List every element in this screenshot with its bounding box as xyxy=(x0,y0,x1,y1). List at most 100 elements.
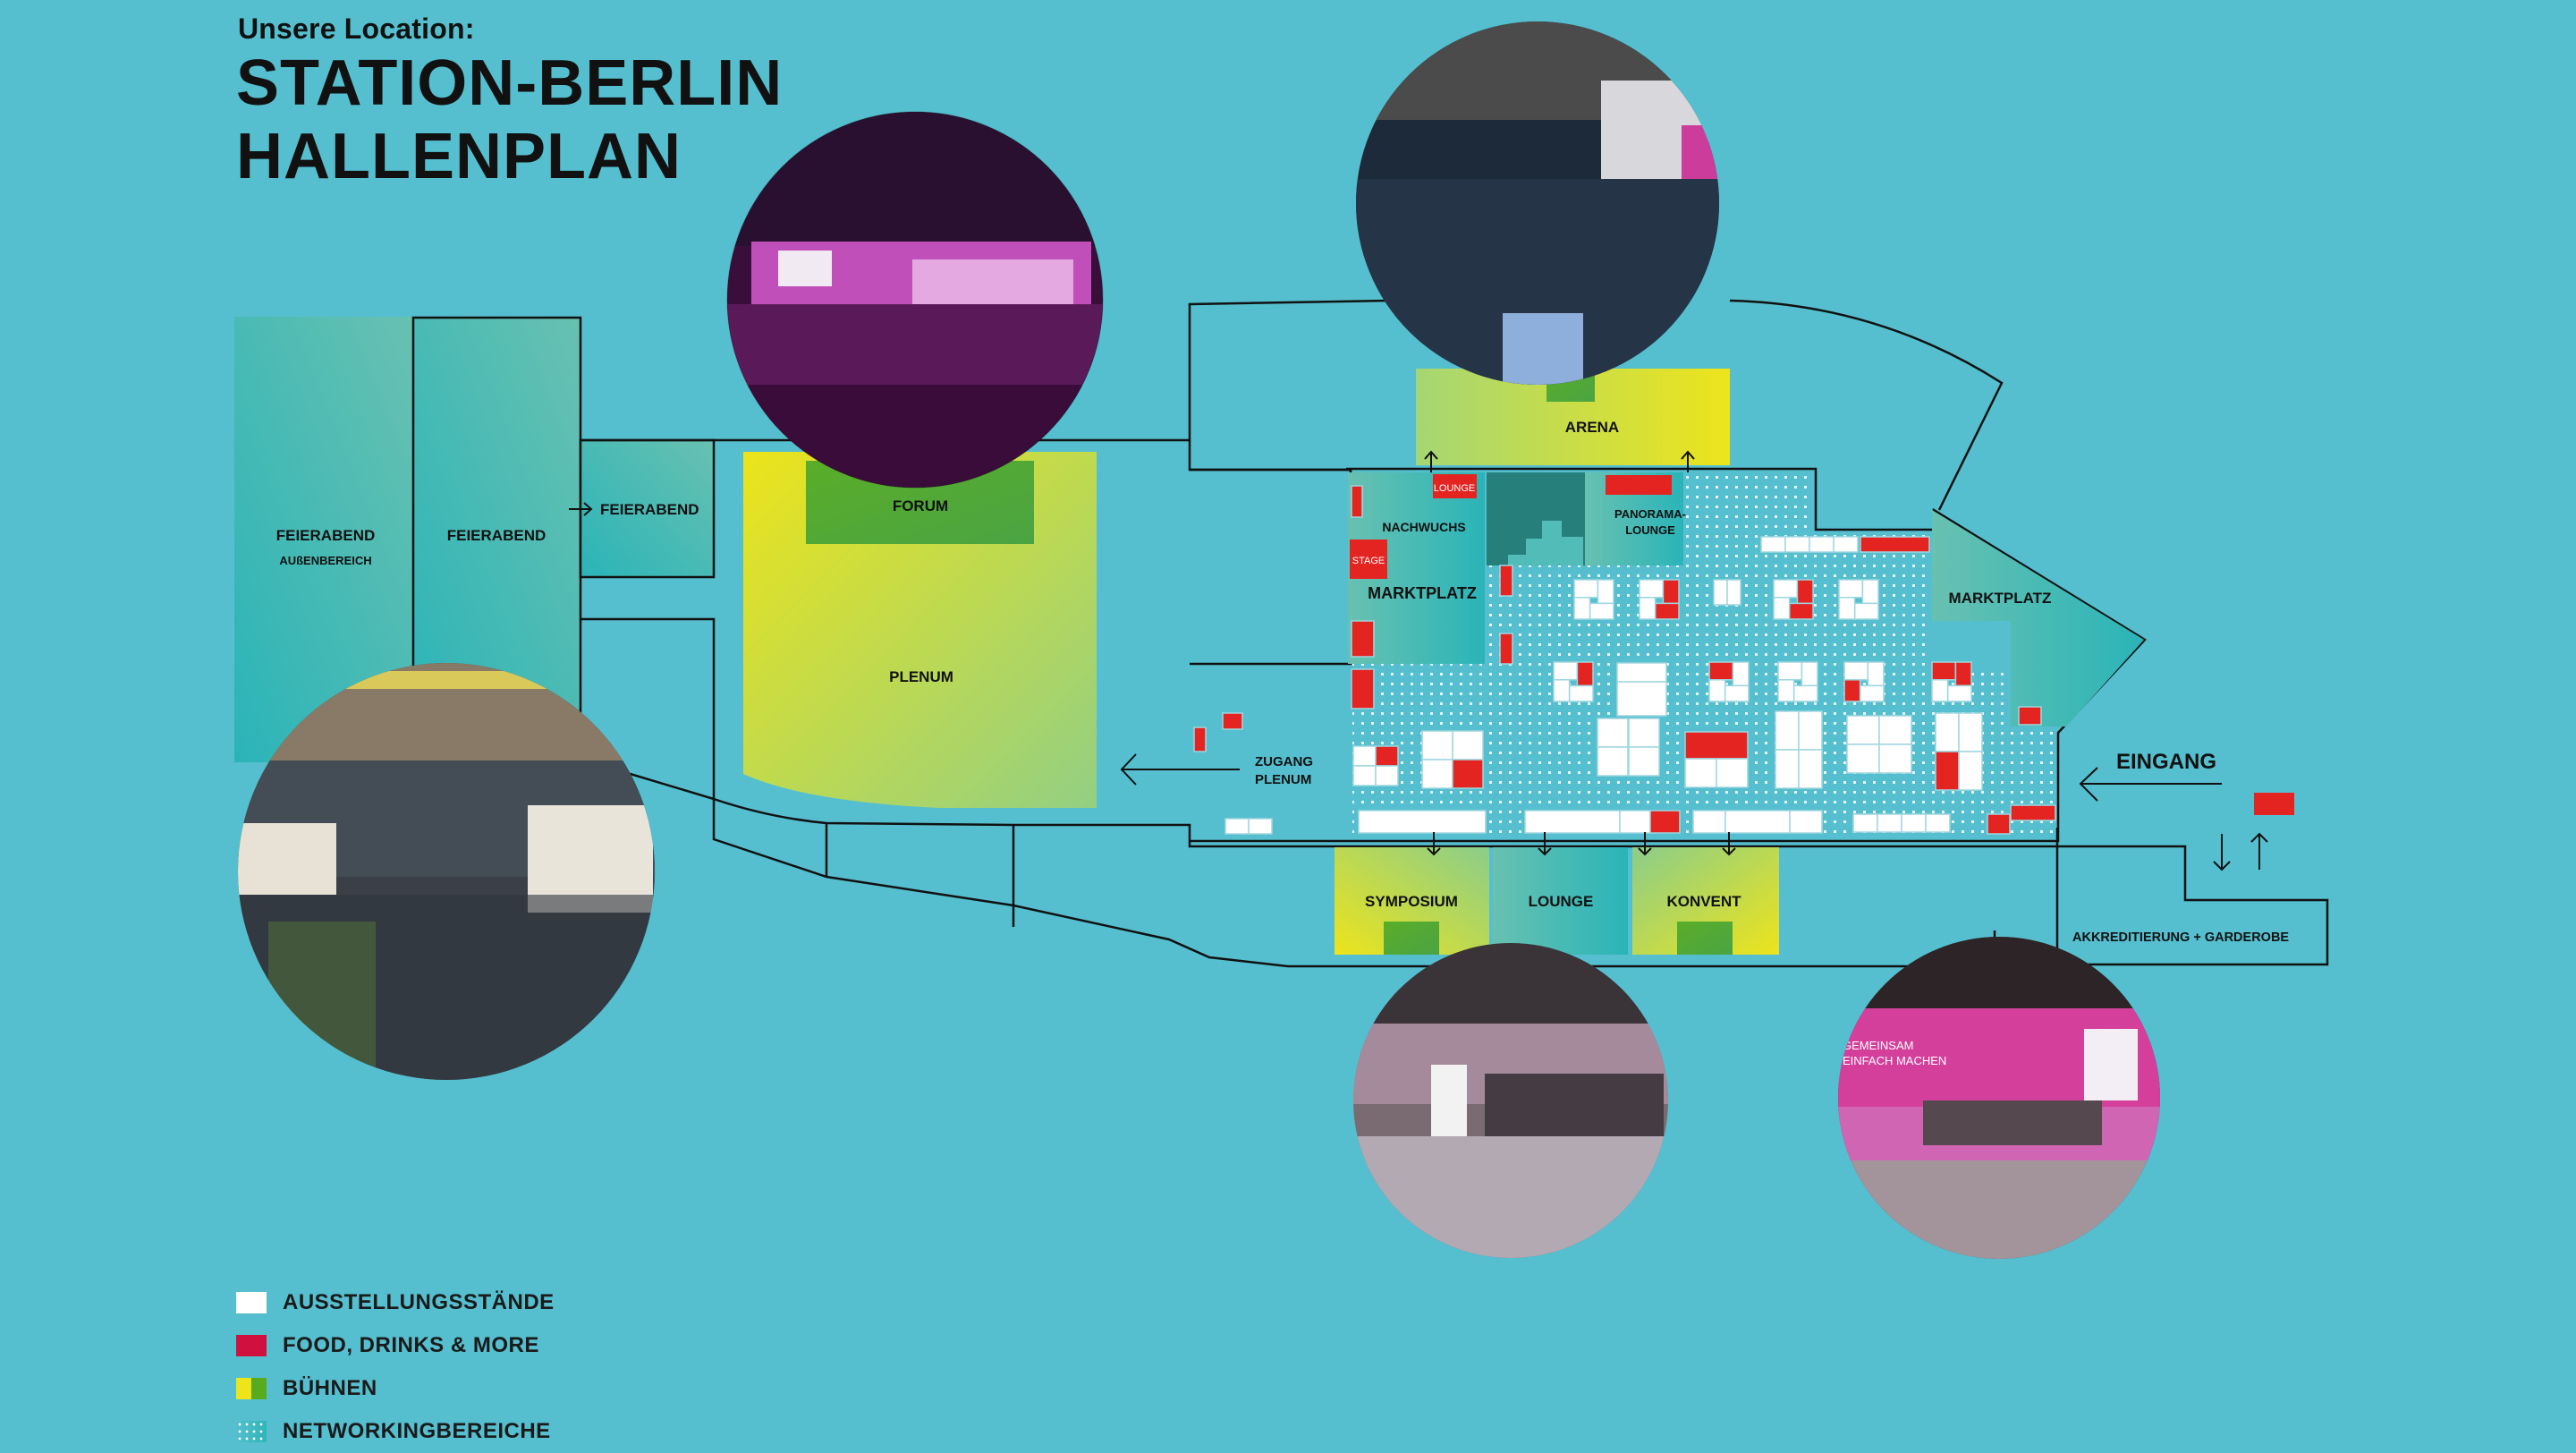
exhibition-booth[interactable] xyxy=(1358,810,1487,834)
food-stand[interactable] xyxy=(1576,661,1594,687)
exhibition-booth[interactable] xyxy=(1248,818,1273,835)
exhibition-booth[interactable] xyxy=(1846,715,1880,745)
exhibition-booth[interactable] xyxy=(1553,679,1571,702)
exhibition-booth[interactable] xyxy=(1573,597,1591,620)
exhibition-booth[interactable] xyxy=(1843,661,1869,681)
exhibition-booth[interactable] xyxy=(1901,813,1927,833)
area-marktplatz-right[interactable]: MARKTPLATZ xyxy=(1932,510,2144,726)
exhibition-booth[interactable] xyxy=(1958,712,1983,752)
exhibition-booth[interactable] xyxy=(1713,579,1728,606)
exhibition-booth[interactable] xyxy=(1773,597,1791,620)
food-stand[interactable] xyxy=(1684,731,1749,760)
food-stand[interactable] xyxy=(1708,661,1734,681)
food-stand[interactable] xyxy=(1843,679,1861,702)
food-stand[interactable] xyxy=(1193,726,1207,752)
food-stand[interactable] xyxy=(2018,706,2042,726)
exhibition-booth[interactable] xyxy=(1878,743,1912,774)
exhibition-booth[interactable] xyxy=(1809,536,1835,553)
food-stand[interactable] xyxy=(1654,602,1680,620)
food-stand[interactable] xyxy=(1935,751,1960,791)
exhibition-booth[interactable] xyxy=(1784,536,1810,553)
exhibition-booth[interactable] xyxy=(1619,810,1651,834)
exhibition-booth[interactable] xyxy=(1452,730,1484,760)
food-stand[interactable] xyxy=(1351,485,1363,518)
food-stand[interactable] xyxy=(1351,668,1375,710)
nachwuchs-stage[interactable]: STAGE xyxy=(1350,540,1387,579)
exhibition-booth[interactable] xyxy=(1732,661,1750,687)
area-konvent[interactable]: KONVENT xyxy=(1632,847,1779,955)
exhibition-booth[interactable] xyxy=(1833,536,1859,553)
exhibition-booth[interactable] xyxy=(1838,597,1856,620)
exhibition-booth[interactable] xyxy=(1352,765,1377,786)
food-stand[interactable] xyxy=(1796,579,1814,605)
exhibition-booth[interactable] xyxy=(1789,810,1823,834)
exhibition-booth[interactable] xyxy=(1775,710,1800,751)
exhibition-booth[interactable] xyxy=(1639,597,1657,620)
area-lounge[interactable]: LOUNGE xyxy=(1493,847,1628,955)
exhibition-booth[interactable] xyxy=(1224,818,1250,835)
exhibition-booth[interactable] xyxy=(1553,661,1579,681)
exhibition-booth[interactable] xyxy=(1692,810,1726,834)
exhibition-booth[interactable] xyxy=(1589,602,1614,620)
exhibition-booth[interactable] xyxy=(1597,746,1629,777)
exhibition-booth[interactable] xyxy=(1597,718,1629,748)
area-feierabend-small[interactable]: FEIERABEND xyxy=(569,438,716,579)
exhibition-booth[interactable] xyxy=(1616,681,1667,717)
exhibition-booth[interactable] xyxy=(1352,745,1377,767)
exhibition-booth[interactable] xyxy=(1639,579,1665,599)
exhibition-booth[interactable] xyxy=(1846,743,1880,774)
exhibition-booth[interactable] xyxy=(1421,730,1453,760)
exhibition-booth[interactable] xyxy=(1931,679,1949,702)
exhibition-booth[interactable] xyxy=(1878,715,1912,745)
exhibition-booth[interactable] xyxy=(1946,684,1972,702)
exhibition-booth[interactable] xyxy=(1859,684,1885,702)
exhibition-booth[interactable] xyxy=(1375,765,1399,786)
exhibition-booth[interactable] xyxy=(1777,679,1795,702)
food-stand[interactable] xyxy=(1662,579,1680,605)
food-stand[interactable] xyxy=(1649,810,1681,834)
food-stand[interactable] xyxy=(1375,745,1399,767)
exhibition-booth[interactable] xyxy=(1935,712,1960,752)
exhibition-booth[interactable] xyxy=(1958,751,1983,791)
exhibition-booth[interactable] xyxy=(1568,684,1594,702)
exhibition-booth[interactable] xyxy=(1760,536,1786,553)
exhibition-booth[interactable] xyxy=(1421,759,1453,789)
food-stand[interactable] xyxy=(1351,620,1375,658)
exhibition-booth[interactable] xyxy=(1792,684,1818,702)
exhibition-booth[interactable] xyxy=(1597,579,1614,605)
food-stand[interactable] xyxy=(1931,661,1957,681)
food-stand[interactable] xyxy=(1987,813,2011,835)
exhibition-booth[interactable] xyxy=(1877,813,1902,833)
exhibition-booth[interactable] xyxy=(1838,579,1864,599)
eingang-sign[interactable]: EINGANG xyxy=(2079,750,2294,871)
exhibition-booth[interactable] xyxy=(1628,718,1660,748)
food-stand[interactable] xyxy=(1954,661,1972,687)
exhibition-booth[interactable] xyxy=(1852,813,1878,833)
exhibition-booth[interactable] xyxy=(1853,602,1879,620)
exhibition-booth[interactable] xyxy=(1925,813,1951,833)
exhibition-booth[interactable] xyxy=(1716,758,1749,788)
exhibition-booth[interactable] xyxy=(1616,662,1667,683)
food-stand[interactable] xyxy=(1860,536,1930,553)
exhibition-booth[interactable] xyxy=(1573,579,1599,599)
exhibition-booth[interactable] xyxy=(1628,746,1660,777)
exhibition-booth[interactable] xyxy=(1777,661,1803,681)
exhibition-booth[interactable] xyxy=(1775,749,1800,789)
exhibition-booth[interactable] xyxy=(1724,684,1750,702)
exhibition-booth[interactable] xyxy=(1726,579,1741,606)
food-stand[interactable] xyxy=(1788,602,1814,620)
area-arena[interactable]: ARENA xyxy=(1416,369,1730,465)
exhibition-booth[interactable] xyxy=(1798,710,1823,751)
nachwuchs-lounge[interactable]: LOUNGE xyxy=(1433,474,1477,498)
exhibition-booth[interactable] xyxy=(1773,579,1799,599)
exhibition-booth[interactable] xyxy=(1867,661,1885,687)
exhibition-booth[interactable] xyxy=(1708,679,1726,702)
food-stand[interactable] xyxy=(1222,712,1243,730)
exhibition-booth[interactable] xyxy=(1861,579,1879,605)
food-stand[interactable] xyxy=(1499,565,1513,597)
exhibition-booth[interactable] xyxy=(1524,810,1621,834)
food-stand[interactable] xyxy=(2010,804,2056,821)
zugang-plenum-sign[interactable]: ZUGANG PLENUM xyxy=(1120,753,1313,787)
area-panorama-lounge[interactable]: PANORAMA- LOUNGE xyxy=(1487,472,1686,565)
food-stand[interactable] xyxy=(1452,759,1484,789)
